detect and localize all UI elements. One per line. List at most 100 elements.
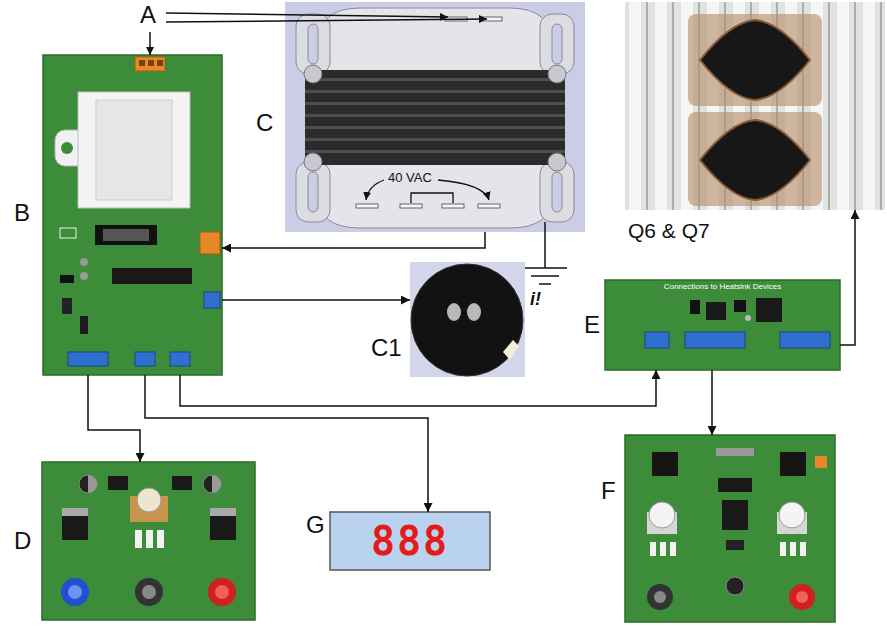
power-input-board-art-part xyxy=(135,57,165,71)
regulator-board-art-part xyxy=(800,542,806,556)
heatsink-connector-board: EConnections to Heatsink Devices xyxy=(605,280,840,370)
transformer-art-part xyxy=(308,172,318,212)
transformer-art-part xyxy=(442,204,464,208)
node-text: 888 xyxy=(371,519,449,563)
part-letter: E xyxy=(584,312,600,338)
dual-psu-board-art-part xyxy=(172,476,192,490)
regulator-board-art-part xyxy=(647,584,673,610)
dual-psu-board-art xyxy=(42,462,255,620)
part-letter: C xyxy=(256,110,273,136)
power-input-board: B xyxy=(43,55,222,375)
callout-letter: A xyxy=(140,2,156,28)
regulator-board-art-part xyxy=(789,584,815,610)
dual-psu-board-art-part xyxy=(68,585,82,599)
power-input-board-art-part xyxy=(80,316,88,334)
heatsink-connector-board-art xyxy=(605,280,840,370)
heatsink-photo-art-part xyxy=(700,20,810,100)
regulator-board-art-part xyxy=(780,452,806,476)
heatsink-connector-board-art-part xyxy=(756,298,782,322)
wire-connector xyxy=(222,232,485,248)
wire-connector xyxy=(222,299,410,301)
regulator-board-art-part xyxy=(649,502,675,528)
voltage-label: 40 VAC xyxy=(388,171,432,185)
transformer-art xyxy=(285,2,585,232)
regulator-board-art-part xyxy=(722,500,748,530)
transformer-art-part xyxy=(304,65,322,83)
dual-psu-board-art-part xyxy=(79,475,97,493)
power-input-board-art-part xyxy=(112,268,192,284)
power-input-board-art-part xyxy=(61,142,73,154)
display-art xyxy=(330,512,490,570)
transformer-art-part xyxy=(305,114,565,117)
transformer-art-part xyxy=(305,90,565,93)
power-input-board-art-part xyxy=(43,55,222,375)
heatsink-photo-art-part xyxy=(700,120,810,200)
dual-psu-board-art-part xyxy=(215,585,229,599)
regulator-board-art-part xyxy=(796,591,808,603)
heatsink-photo-art-part xyxy=(880,2,882,210)
heatsink-photo-art-part xyxy=(629,2,641,210)
heatsink-connector-board-art-part xyxy=(780,332,830,348)
regulator-board-art-part xyxy=(780,542,786,556)
power-input-board-art-part xyxy=(200,232,220,254)
capacitor-art-part xyxy=(410,262,525,377)
transformer-art-part xyxy=(318,160,552,228)
capacitor-art xyxy=(410,262,525,377)
part-letter: F xyxy=(601,478,616,504)
transformer-art-part xyxy=(438,180,489,200)
dual-psu-board-art-part xyxy=(210,508,236,516)
regulator-board-art-part xyxy=(652,452,678,476)
heatsink-connector-board-art-part xyxy=(706,302,726,320)
transformer-art-part xyxy=(548,65,566,83)
transformer-art-part xyxy=(478,204,500,208)
regulator-board-art-part xyxy=(660,542,666,556)
power-input-board-art-part xyxy=(139,60,145,66)
transformer-art-part xyxy=(366,180,384,200)
heatsink-photo-art-part xyxy=(625,2,885,210)
heatsink-connector-board-art-part xyxy=(690,300,700,314)
transformer-art-part xyxy=(305,150,565,153)
leader-arrows-part xyxy=(166,19,487,22)
power-input-board-art-part xyxy=(60,228,76,238)
regulator-board-art-part xyxy=(625,435,835,622)
dual-psu-board: D xyxy=(42,462,255,620)
dual-psu-board-art-part xyxy=(137,488,161,512)
dual-psu-board-art-part xyxy=(146,530,153,548)
capacitor-art-part xyxy=(447,303,461,321)
transformer-art-part xyxy=(400,204,422,208)
power-input-board-art-part xyxy=(80,272,88,280)
dual-psu-board-art-part xyxy=(142,585,156,599)
ground-symbol-part xyxy=(531,275,559,277)
heatsink-photo: Q6 & Q7 xyxy=(625,2,885,210)
transformer-art-part xyxy=(305,102,565,105)
part-letter: G xyxy=(306,512,325,538)
part-letter: C1 xyxy=(371,335,402,361)
transformer: C xyxy=(285,2,585,232)
dual-psu-board-art-part xyxy=(61,578,89,606)
regulator-board-art-part xyxy=(726,540,744,550)
regulator-board-art-part xyxy=(670,542,676,556)
capacitor-art-part xyxy=(411,264,523,376)
power-input-board-art-part xyxy=(68,352,108,366)
power-input-board-art-part xyxy=(170,352,190,366)
transformer-art-part xyxy=(304,153,322,171)
ground-symbol-part xyxy=(539,283,551,285)
regulator-board-art-part xyxy=(650,542,656,556)
heatsink-photo-art-part xyxy=(672,2,674,210)
part-letter: D xyxy=(14,528,31,554)
part-letter: Q6 & Q7 xyxy=(628,219,710,242)
transformer-art-part xyxy=(305,138,565,141)
wire-connector xyxy=(840,210,855,345)
regulator-board-art-part xyxy=(654,591,666,603)
leader-arrows xyxy=(150,13,487,55)
transformer-art-part xyxy=(305,126,565,129)
regulator-board-art-part xyxy=(790,542,796,556)
leader-arrows-part xyxy=(149,32,151,55)
dual-psu-board-art-part xyxy=(157,530,164,548)
dual-psu-board-art-part xyxy=(135,578,163,606)
power-input-board-art-part xyxy=(148,60,154,66)
ground-symbol xyxy=(523,222,567,284)
regulator-board-art-part xyxy=(716,448,754,456)
power-input-board-art xyxy=(43,55,222,375)
capacitor: C1 xyxy=(410,262,525,377)
